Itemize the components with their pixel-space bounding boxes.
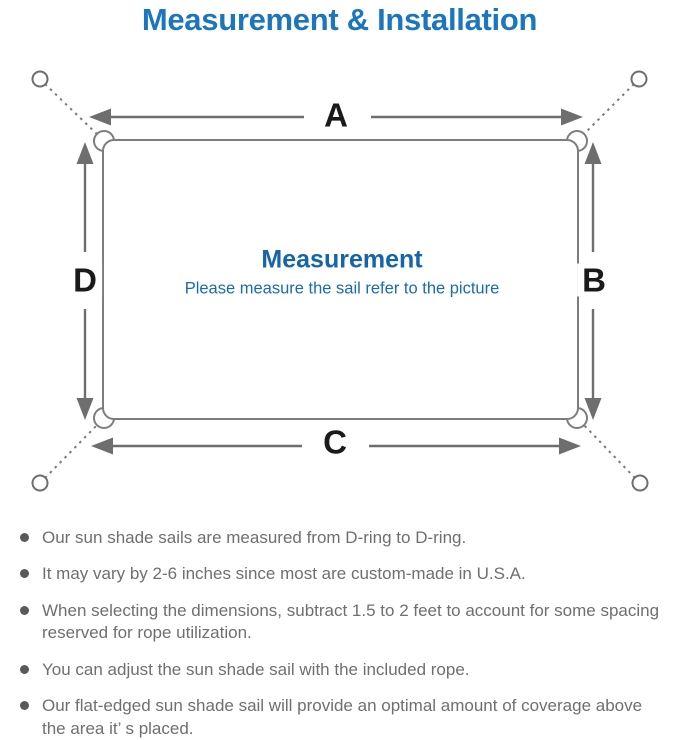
d-rings (93, 130, 588, 429)
list-item: It may vary by 2-6 inches since most are… (20, 563, 660, 585)
diagram-center-subtitle: Please measure the sail refer to the pic… (184, 279, 500, 298)
notes-list: Our sun shade sails are measured from D-… (20, 527, 660, 740)
tension-line-top-left (44, 83, 102, 139)
anchor-point-top-left (31, 70, 49, 88)
bullet-icon (20, 605, 29, 615)
dimension-arrow-bottom (91, 437, 581, 455)
list-item: When selecting the dimensions, subtract … (20, 600, 660, 645)
dimension-label-b: B (577, 263, 611, 297)
bullet-icon (20, 701, 29, 711)
list-item: You can adjust the sun shade sail with t… (20, 659, 660, 681)
page-title: Measurement & Installation (141, 2, 538, 37)
tension-line-top-right (579, 83, 635, 139)
bullet-icon (20, 664, 29, 674)
bullet-icon (20, 533, 29, 542)
dimension-label-c: C (318, 425, 352, 459)
dimension-arrow-right (584, 142, 602, 420)
tension-line-bottom-right (579, 420, 636, 479)
dimension-arrow-left (76, 142, 94, 420)
diagram-center-heading: Measurement (261, 245, 423, 274)
note-text: You can adjust the sun shade sail with t… (42, 659, 470, 679)
dimension-label-a: A (319, 98, 353, 132)
note-text: It may vary by 2-6 inches since most are… (42, 564, 526, 584)
list-item: Our sun shade sails are measured from D-… (20, 527, 660, 549)
note-text: Our sun shade sails are measured from D-… (42, 528, 467, 547)
anchor-point-bottom-right (631, 474, 649, 492)
anchor-point-bottom-left (31, 474, 49, 492)
bullet-icon (20, 569, 29, 579)
note-text: When selecting the dimensions, subtract … (42, 600, 660, 643)
tension-line-bottom-left (44, 420, 102, 479)
anchor-points (31, 70, 649, 492)
tension-lines (44, 83, 636, 479)
list-item: Our flat-edged sun shade sail will provi… (20, 695, 660, 740)
anchor-point-top-right (630, 70, 648, 88)
note-text: Our flat-edged sun shade sail will provi… (42, 696, 643, 738)
dimension-label-d: D (68, 263, 102, 297)
dimension-arrow-top (89, 108, 583, 126)
measurement-diagram (31, 70, 649, 492)
